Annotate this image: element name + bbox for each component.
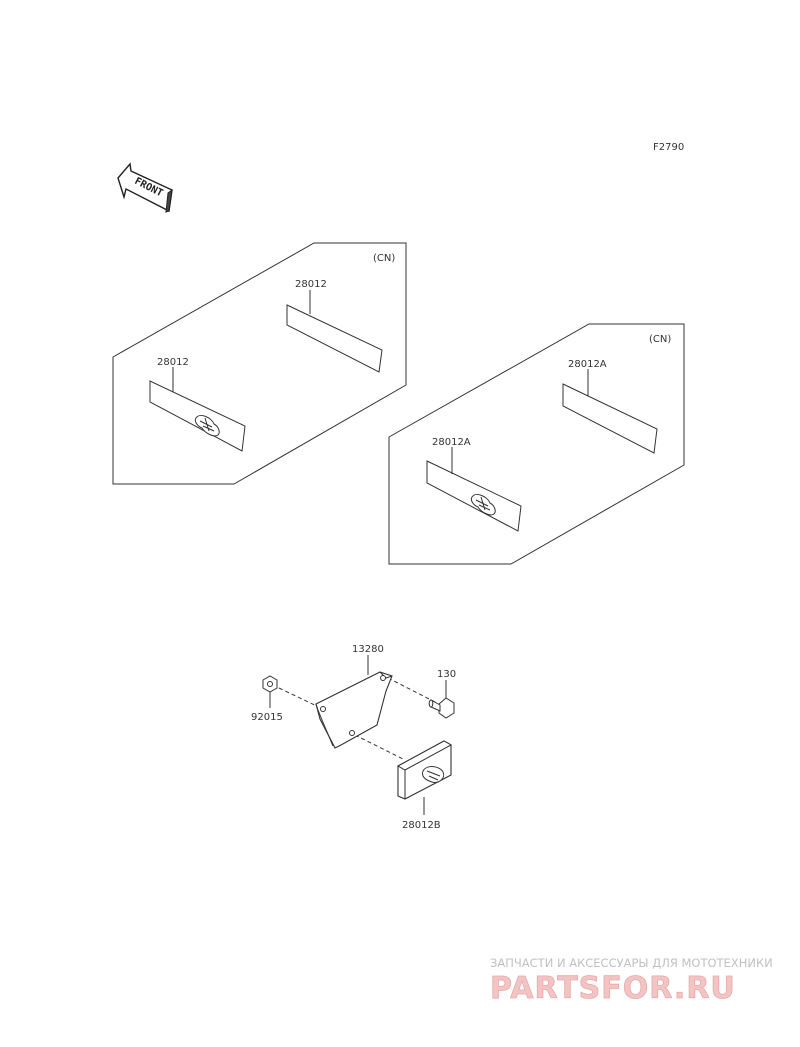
part-label-nut: 92015 [251, 712, 283, 723]
kawasaki-logo-icon [470, 494, 496, 516]
part-label: 28012A [568, 359, 607, 370]
watermark: ЗАПЧАСТИ И АКСЕССУАРЫ ДЛЯ МОТОТЕХНИКИ PA… [490, 956, 773, 1006]
front-arrow-icon: FRONT [117, 162, 173, 213]
group-frame [112, 242, 407, 485]
nut-92015 [262, 675, 278, 693]
part-label-bracket: 13280 [352, 644, 384, 655]
variant-label: (CN) [373, 253, 395, 264]
bracket-13280 [315, 671, 393, 749]
watermark-caption: ЗАПЧАСТИ И АКСЕССУАРЫ ДЛЯ МОТОТЕХНИКИ [490, 956, 773, 970]
kawasaki-logo-icon [422, 766, 445, 783]
decal-28012a [562, 383, 658, 454]
group-cn-28012a: (CN) 28012A 28012A [388, 323, 685, 565]
watermark-logo: PARTSFOR.RU [490, 971, 736, 1006]
kawasaki-logo-icon [194, 415, 220, 437]
decal-28012 [286, 304, 383, 373]
bracket-assembly: 92015 13280 130 [251, 644, 456, 831]
reflector-28012b [396, 740, 453, 800]
group-cn-28012: (CN) 28012 28012 [112, 242, 407, 485]
variant-label: (CN) [649, 334, 671, 345]
part-label: 28012A [432, 437, 471, 448]
group-frame [388, 323, 685, 565]
bolt-130 [428, 697, 455, 719]
part-label: 28012 [157, 357, 189, 368]
part-label: 28012 [295, 279, 327, 290]
part-label-bolt: 130 [437, 669, 456, 680]
figure-code: F2790 [653, 142, 684, 153]
part-label-reflector: 28012B [402, 820, 441, 831]
